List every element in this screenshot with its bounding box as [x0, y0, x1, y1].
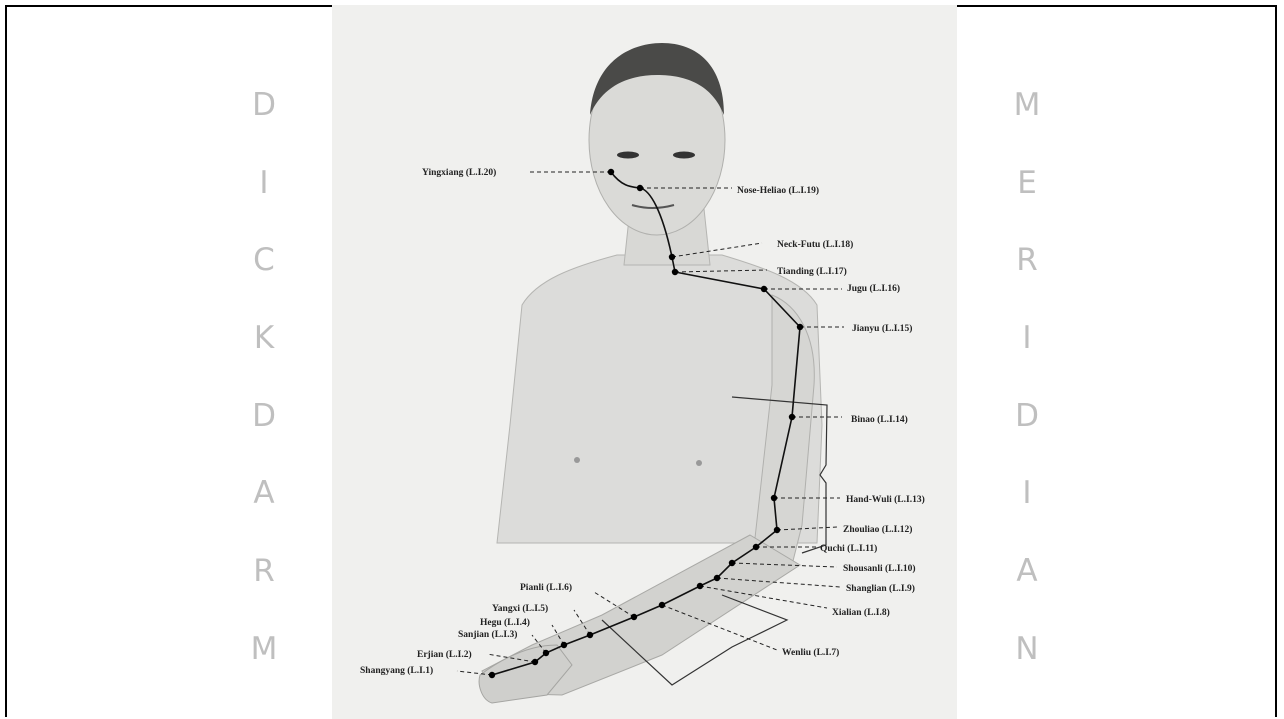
acupoint-label: Shousanli (L.I.10)	[843, 563, 916, 574]
right-eye	[673, 152, 695, 159]
acupoint-dot	[543, 650, 549, 656]
acupoint-label: Nose-Heliao (L.I.19)	[737, 185, 819, 196]
nipple-left	[574, 457, 580, 463]
acupoint-dot	[587, 632, 593, 638]
letter: K	[254, 318, 274, 396]
acupoint-dot	[729, 560, 735, 566]
acupoint-dot	[771, 495, 777, 501]
left-vertical-word: D I C K D A R M	[244, 85, 284, 707]
acupoint-dot	[669, 254, 675, 260]
letter: R	[253, 551, 275, 629]
acupoint-dot	[714, 575, 720, 581]
acupoint-label: Jianyu (L.I.15)	[852, 323, 912, 334]
acupoint-dot	[659, 602, 665, 608]
acupoint-dot	[697, 583, 703, 589]
acupoint-label: Yangxi (L.I.5)	[492, 603, 548, 614]
left-eye	[617, 152, 639, 159]
acupoint-dot	[761, 286, 767, 292]
acupoint-dot	[672, 269, 678, 275]
acupoint-label: Wenliu (L.I.7)	[782, 647, 839, 658]
acupoint-dot	[489, 672, 495, 678]
acupoint-dot	[797, 324, 803, 330]
letter: R	[1016, 240, 1038, 318]
acupoint-dot	[631, 614, 637, 620]
acupoint-label: Shangyang (L.I.1)	[360, 665, 433, 676]
acupoint-dot	[774, 527, 780, 533]
acupoint-label: Shanglian (L.I.9)	[846, 583, 915, 594]
letter: C	[253, 240, 275, 318]
letter: E	[1017, 163, 1037, 241]
letter: D	[252, 396, 276, 474]
meridian-diagram: Yingxiang (L.I.20) Nose-Heliao (L.I.19) Ne…	[332, 5, 957, 719]
acupoint-label: Erjian (L.I.2)	[417, 649, 472, 660]
acupoint-dot	[608, 169, 614, 175]
acupoint-label: Yingxiang (L.I.20)	[422, 167, 496, 178]
acupoint-dot	[561, 642, 567, 648]
right-vertical-word: M E R I D I A N	[1007, 85, 1047, 707]
acupoint-label: Neck-Futu (L.I.18)	[777, 239, 853, 250]
acupoint-label: Tianding (L.I.17)	[777, 266, 847, 277]
meridian-illustration: Yingxiang (L.I.20) Nose-Heliao (L.I.19) Ne…	[332, 5, 957, 719]
acupoint-label: Quchi (L.I.11)	[820, 543, 877, 554]
letter: M	[251, 629, 278, 707]
acupoint-dot	[753, 544, 759, 550]
acupoint-dot	[789, 414, 795, 420]
acupoint-dot	[532, 659, 538, 665]
letter: M	[1014, 85, 1041, 163]
acupoint-label: Jugu (L.I.16)	[847, 283, 900, 294]
letter: I	[259, 163, 268, 241]
acupoint-label: Binao (L.I.14)	[851, 414, 908, 425]
acupoint-label: Hand-Wuli (L.I.13)	[846, 494, 925, 505]
letter: N	[1015, 629, 1038, 707]
acupoint-label: Zhouliao (L.I.12)	[843, 524, 912, 535]
acupoint-dot	[637, 185, 643, 191]
nipple-right	[696, 460, 702, 466]
acupoint-label: Sanjian (L.I.3)	[458, 629, 517, 640]
letter: D	[252, 85, 276, 163]
acupoint-label: Hegu (L.I.4)	[480, 617, 530, 628]
acupoint-label: Xialian (L.I.8)	[832, 607, 890, 618]
letter: I	[1022, 473, 1031, 551]
letter: A	[1016, 551, 1037, 629]
acupoint-label: Pianli (L.I.6)	[520, 582, 572, 593]
letter: A	[253, 473, 274, 551]
letter: I	[1022, 318, 1031, 396]
letter: D	[1015, 396, 1039, 474]
